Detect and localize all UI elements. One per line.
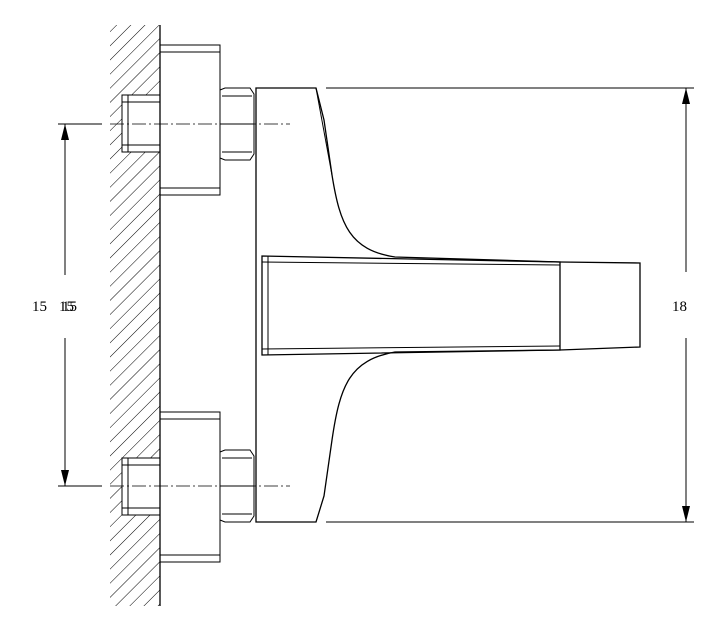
dim-arrow-top-right [682, 88, 690, 104]
dim-arrow-top [61, 124, 69, 140]
dim-arrow-bottom-right [682, 506, 690, 522]
dim-arrow-bottom [61, 470, 69, 486]
left-dim-label-a: 15 [32, 299, 47, 315]
faucet-spout [261, 255, 641, 356]
left-dim-label-b: 15 [59, 299, 74, 315]
left-dim-label-c: 15 [62, 299, 77, 315]
right-dim-label: 18 [672, 299, 687, 315]
right-dimension: 18 [326, 87, 694, 523]
faucet-body [255, 87, 561, 523]
left-dimension: 15 15 15 [32, 123, 102, 487]
wall [110, 25, 161, 606]
upper-mount [110, 44, 290, 196]
lower-mount [110, 411, 290, 563]
